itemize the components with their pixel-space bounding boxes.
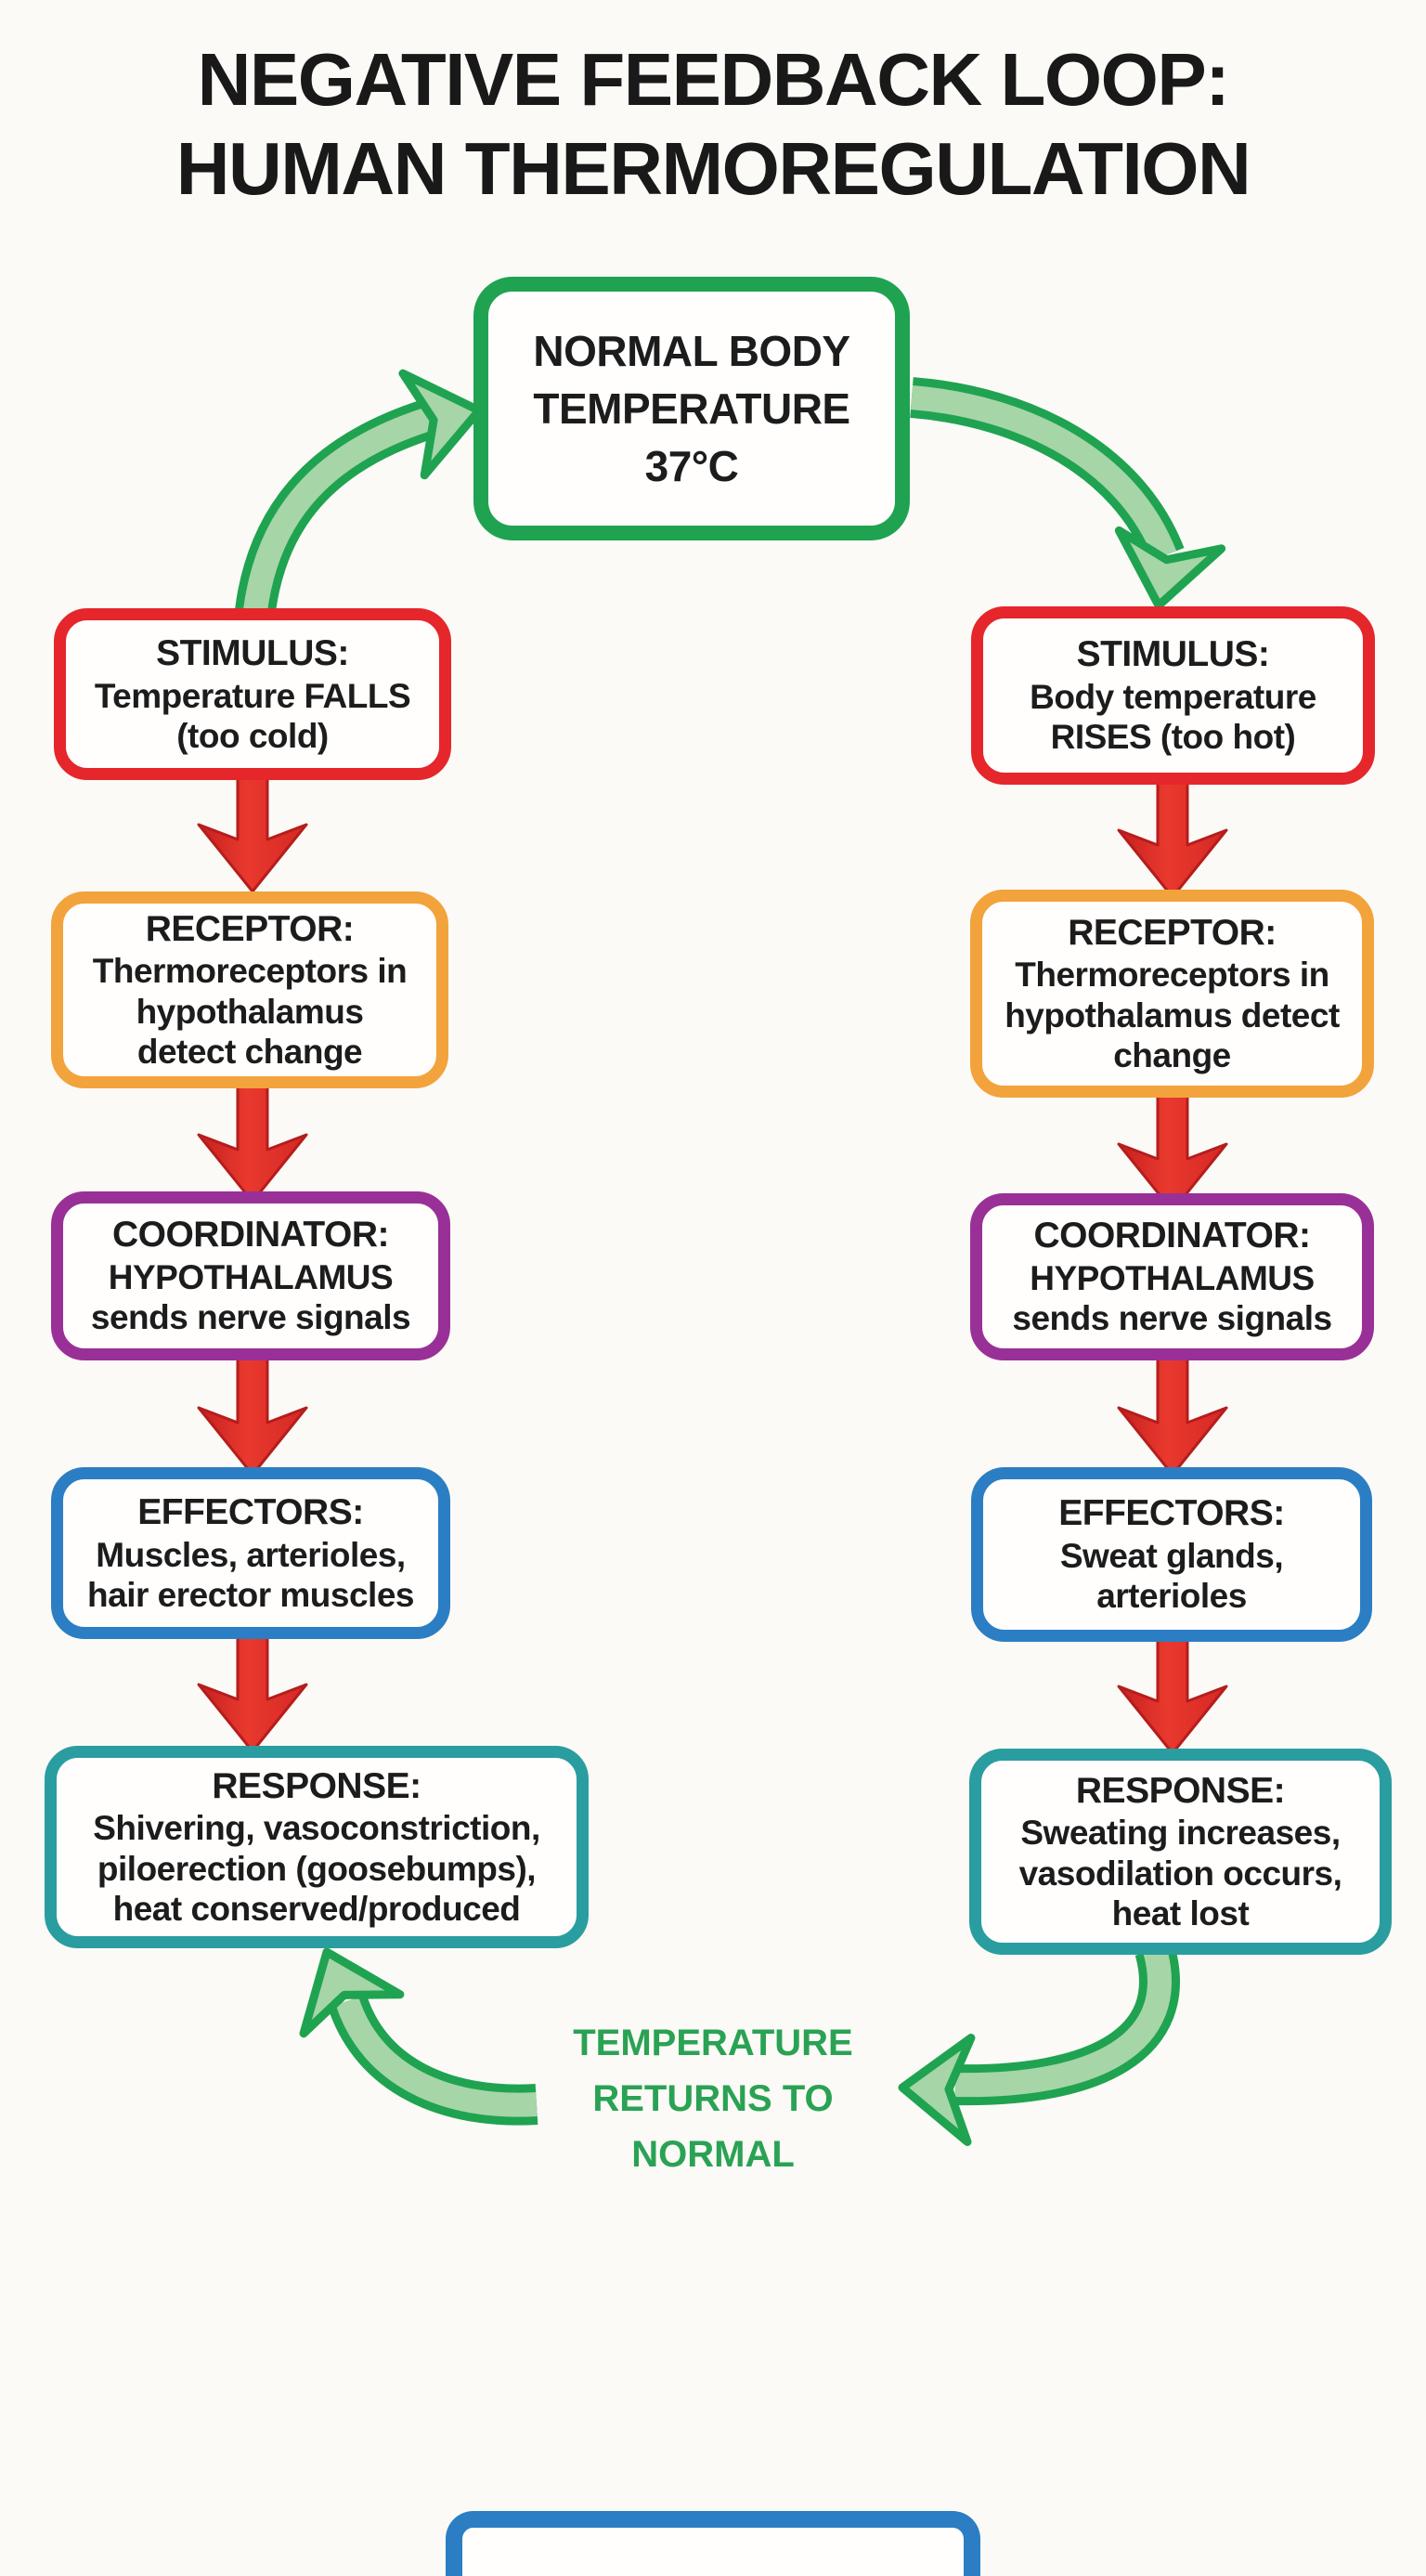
right-response-line: vasodilation occurs,: [1018, 1854, 1342, 1893]
left-receptor-line: detect change: [136, 1033, 363, 1072]
left-effectors-box: EFFECTORS: Muscles, arterioles, hair ere…: [51, 1467, 450, 1639]
left-response-line: Shivering, vasoconstriction,: [93, 1809, 540, 1848]
normal-box-line2: TEMPERATURE: [533, 384, 850, 433]
page-title-line2: HUMAN THERMOREGULATION: [175, 127, 1251, 210]
left-stimulus-line: Temperature FALLS: [94, 676, 411, 715]
right-receptor-line: Thermoreceptors in: [1015, 956, 1329, 995]
left-receptor-line: Thermoreceptors in: [92, 952, 408, 991]
return-label-line2: RETURNS TO: [592, 2078, 834, 2119]
left-stimulus-header: STIMULUS:: [156, 632, 349, 673]
right-response-box: RESPONSE: Sweating increases, vasodilati…: [969, 1749, 1392, 1955]
green-arrow-right-down-icon: [910, 377, 1222, 615]
left-stimulus-line: (too cold): [176, 716, 329, 755]
left-receptor-header: RECEPTOR:: [145, 908, 355, 949]
left-response-line: heat conserved/produced: [112, 1890, 521, 1929]
return-to-normal-label: TEMPERATURE RETURNS TO NORMAL: [481, 2015, 945, 2182]
right-effectors-header: EFFECTORS:: [1058, 1493, 1285, 1534]
normal-box-line3: 37°C: [644, 442, 739, 491]
right-stimulus-box: STIMULUS: Body temperature RISES (too ho…: [971, 606, 1375, 785]
right-coordinator-box: COORDINATOR: HYPOTHALAMUS sends nerve si…: [970, 1193, 1374, 1360]
red-arrow-down-icon: [197, 771, 308, 893]
red-arrow-down-icon: [197, 1081, 308, 1203]
green-arrow-bottom-right-icon: [901, 1945, 1180, 2141]
page-title: NEGATIVE FEEDBACK LOOP: HUMAN THERMOREGU…: [0, 35, 1426, 214]
right-receptor-header: RECEPTOR:: [1068, 912, 1277, 953]
left-response-header: RESPONSE:: [212, 1765, 421, 1806]
left-stimulus-box: STIMULUS: Temperature FALLS (too cold): [54, 608, 451, 780]
right-receptor-line: hypothalamus detect: [1005, 995, 1340, 1034]
right-receptor-box: RECEPTOR: Thermoreceptors in hypothalamu…: [970, 890, 1374, 1098]
red-arrow-down-icon: [1117, 776, 1228, 899]
left-receptor-box: RECEPTOR: Thermoreceptors in hypothalamu…: [51, 891, 448, 1088]
normal-temperature-box: NORMAL BODY TEMPERATURE 37°C: [473, 277, 910, 540]
left-coordinator-line: sends nerve signals: [90, 1298, 411, 1337]
right-response-line: heat lost: [1111, 1894, 1250, 1933]
page-title-line1: NEGATIVE FEEDBACK LOOP:: [197, 38, 1230, 121]
left-coordinator-line: HYPOTHALAMUS: [108, 1258, 394, 1297]
left-coordinator-header: COORDINATOR:: [111, 1215, 390, 1255]
left-effectors-line: hair erector muscles: [87, 1575, 414, 1614]
bottom-cutoff-box: [446, 2511, 980, 2576]
green-arrow-bottom-left-icon: [279, 1932, 538, 2126]
right-stimulus-line: RISES (too hot): [1050, 718, 1296, 757]
right-effectors-line: arterioles: [1096, 1577, 1247, 1616]
right-coordinator-line: sends nerve signals: [1012, 1299, 1332, 1338]
left-coordinator-box: COORDINATOR: HYPOTHALAMUS sends nerve si…: [51, 1191, 450, 1360]
red-arrow-down-icon: [1117, 1354, 1228, 1477]
left-response-box: RESPONSE: Shivering, vasoconstriction, p…: [45, 1746, 589, 1948]
left-effectors-line: Muscles, arterioles,: [96, 1535, 406, 1574]
red-arrow-down-icon: [1117, 1633, 1228, 1755]
left-receptor-line: hypothalamus: [136, 992, 364, 1031]
red-arrow-down-icon: [197, 1354, 308, 1477]
left-effectors-header: EFFECTORS:: [137, 1491, 364, 1532]
left-response-line: piloerection (goosebumps),: [97, 1849, 537, 1888]
right-stimulus-line: Body temperature: [1030, 678, 1316, 717]
right-effectors-line: Sweat glands,: [1059, 1537, 1284, 1576]
right-receptor-line: change: [1113, 1036, 1231, 1075]
normal-box-line1: NORMAL BODY: [533, 326, 850, 375]
right-coordinator-header: COORDINATOR:: [1033, 1216, 1311, 1256]
right-response-line: Sweating increases,: [1020, 1814, 1341, 1853]
return-label-line3: NORMAL: [631, 2134, 795, 2175]
right-effectors-box: EFFECTORS: Sweat glands, arterioles: [971, 1467, 1372, 1642]
red-arrow-down-icon: [197, 1631, 308, 1753]
right-coordinator-line: HYPOTHALAMUS: [1030, 1259, 1315, 1298]
return-label-line1: TEMPERATURE: [573, 2023, 853, 2063]
right-response-header: RESPONSE:: [1075, 1770, 1286, 1811]
right-stimulus-header: STIMULUS:: [1076, 634, 1270, 675]
